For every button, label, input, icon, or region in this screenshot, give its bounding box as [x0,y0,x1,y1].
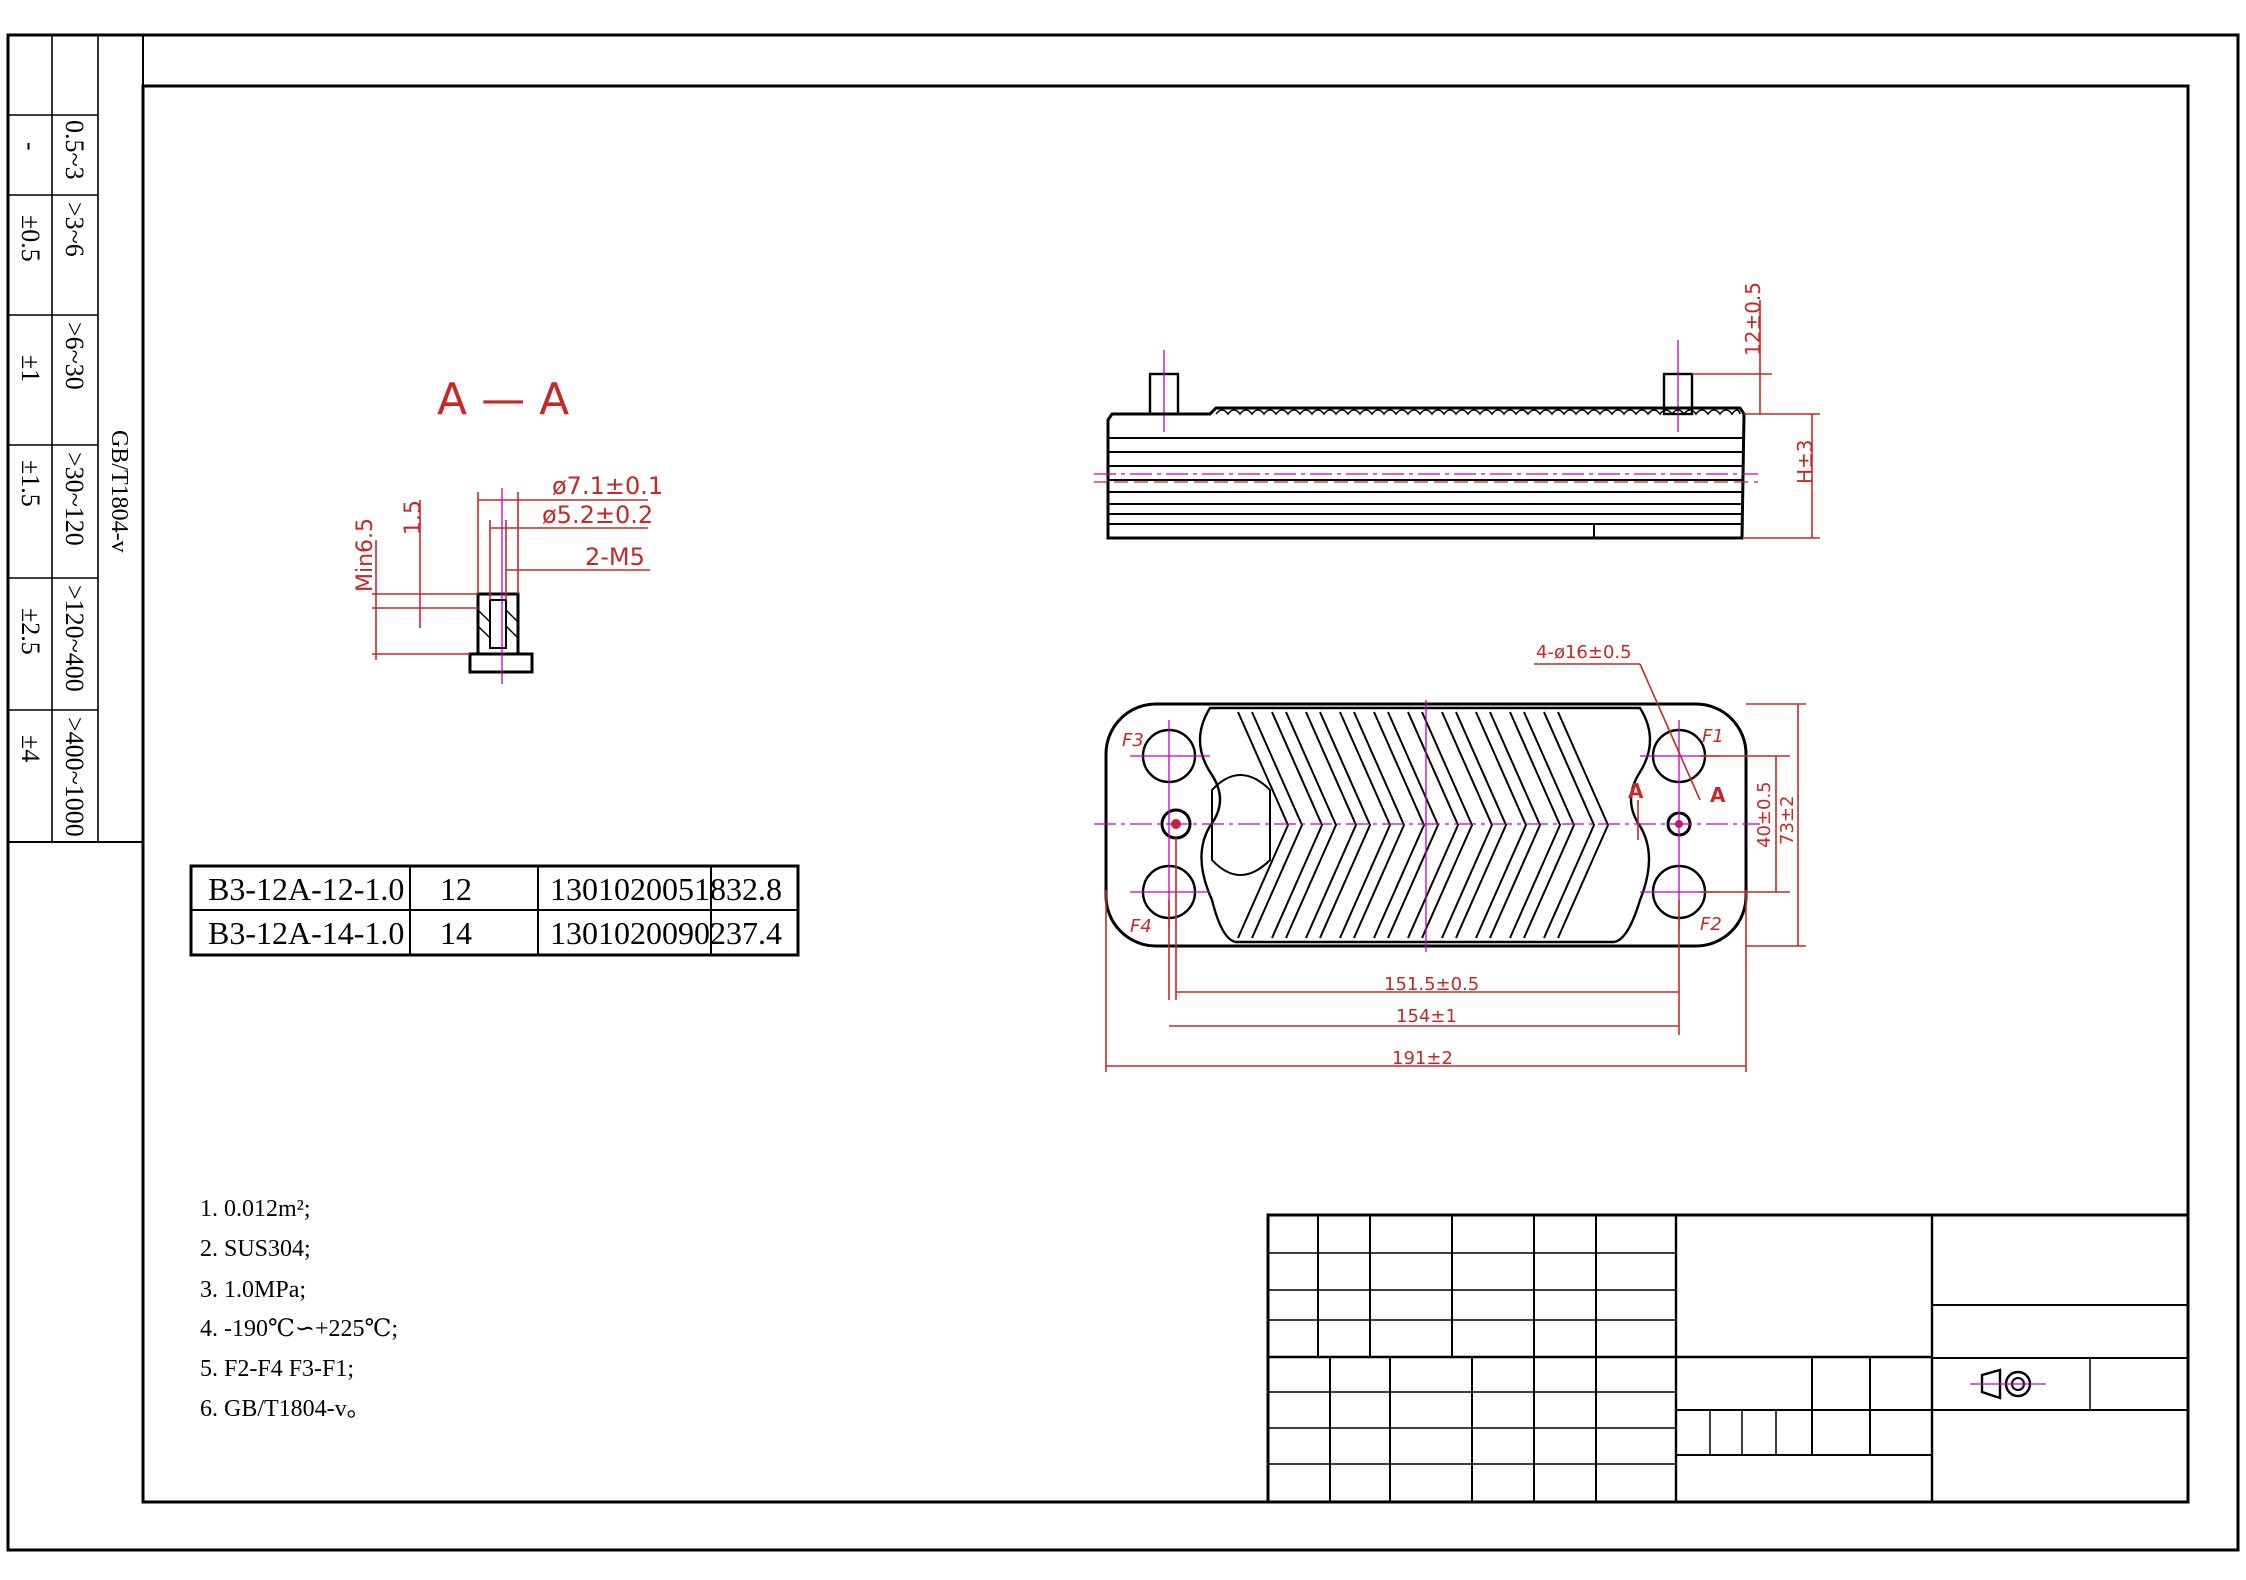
dim-thread: 2-M5 [585,543,645,571]
dim-v-spacing: 40±0.5 [1754,781,1775,848]
dim-holes: 4-ø16±0.5 [1536,642,1632,663]
dim-overall-length: 191±2 [1392,1048,1453,1069]
section-view: A — A ø7.1±0.1 ø5.2±0.2 2-M5 1.5 Min6.5 [353,374,663,684]
tolerance-range-5: >120~400 [60,585,89,692]
tolerance-value-2: ±0.5 [16,215,45,262]
models-table: B3-12A-12-1.0 12 13010200518 32.8 B3-12A… [189,864,800,957]
projection-symbol-icon [1970,1368,2046,1400]
table-cell-model-1: B3-12A-12-1.0 [208,871,404,907]
side-view: 12±0.5 H±3 [1094,282,1820,540]
tolerance-range-6: >400~1000 [60,717,89,837]
tolerance-range-4: >30~120 [60,452,89,546]
note-2: 2. SUS304; [200,1236,311,1262]
table-cell-value-1: 32.8 [726,871,782,907]
tolerance-value-3: ±1 [16,355,45,382]
port-label-f4: F4 [1130,916,1152,937]
front-view: F3 F1 F4 F2 A A 4-ø16±0.5 40±0.5 73±2 15… [1094,642,1806,1072]
tolerance-value-4: ±1.5 [16,460,45,507]
tolerance-range-1: 0.5~3 [60,120,89,180]
table-cell-value-2: 37.4 [726,915,782,951]
tolerance-value-6: ±4 [16,735,45,762]
note-4: 4. -190℃∽+225℃; [200,1316,398,1342]
note-3: 3. 1.0MPa; [200,1277,306,1303]
section-mark-a-right: A [1710,783,1726,807]
tolerance-range-2: >3~6 [60,202,89,257]
dim-stud-height: 12±0.5 [1741,282,1765,356]
port-label-f2: F2 [1700,914,1722,935]
note-1: 1. 0.012m²; [200,1196,311,1222]
inner-frame [141,84,2190,1504]
table-cell-plates-1: 12 [440,871,472,907]
dim-outer-diameter: ø7.1±0.1 [552,472,663,500]
dim-pack-height: H±3 [1793,439,1817,484]
note-6: 6. GB/T1804-v。 [200,1396,371,1422]
dim-center-spacing: 154±1 [1396,1006,1457,1027]
table-cell-code-1: 13010200518 [550,871,726,907]
title-block [1266,1213,2190,1504]
port-label-f3: F3 [1122,730,1144,751]
tolerance-table: 0.5~3 >3~6 >6~30 >30~120 >120~400 >400~1… [7,34,144,843]
note-5: 5. F2-F4 F3-F1; [200,1356,354,1382]
table-cell-model-2: B3-12A-14-1.0 [208,915,404,951]
dim-plate-height: 73±2 [1777,796,1798,845]
plate-chevrons [1237,711,1610,939]
standard-side-label: GB/T1804-v [106,430,132,553]
dim-min-depth: Min6.5 [353,518,378,592]
table-cell-code-2: 13010200902 [550,915,726,951]
dim-height: 1.5 [401,500,426,535]
tolerance-range-3: >6~30 [60,322,89,390]
port-label-f1: F1 [1702,726,1724,747]
dim-inner-diameter: ø5.2±0.2 [542,501,653,529]
section-title: A — A [437,374,569,425]
table-cell-plates-2: 14 [440,915,472,951]
tolerance-value-1: - [16,142,45,151]
technical-notes: 1. 0.012m²; 2. SUS304; 3. 1.0MPa; 4. -19… [200,1196,398,1422]
dim-port-spacing: 151.5±0.5 [1384,974,1479,995]
tolerance-value-5: ±2.5 [16,608,45,655]
section-mark-a-left: A [1628,779,1644,803]
